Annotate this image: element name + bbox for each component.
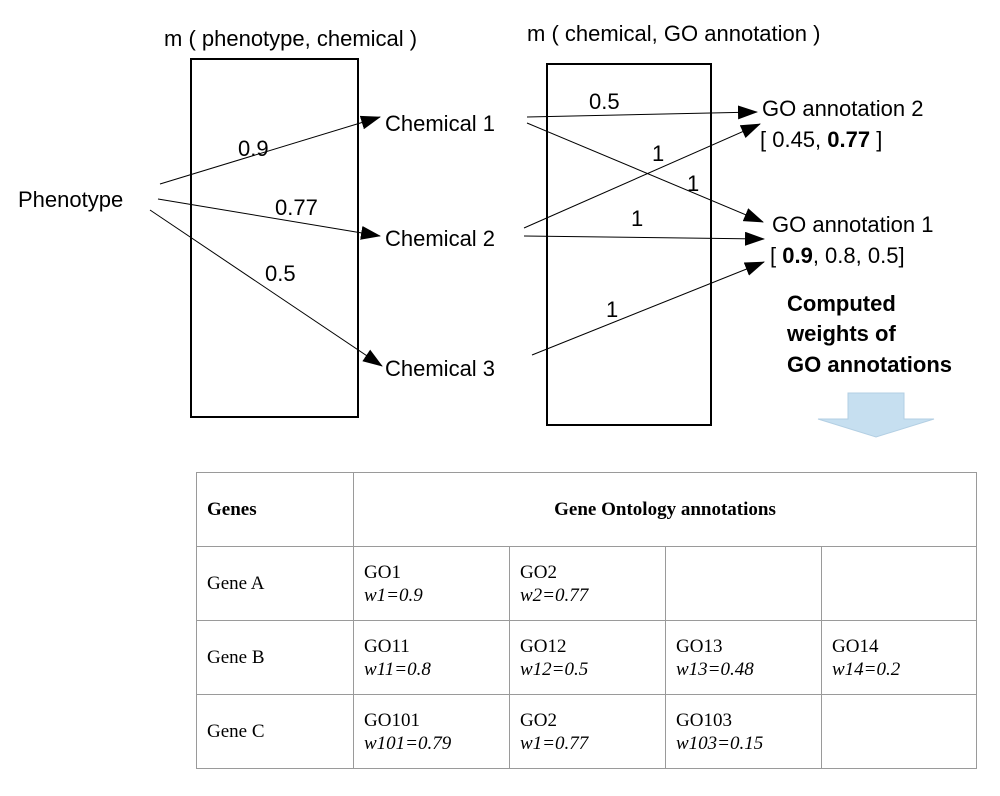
go-weight: w12=0.5 <box>520 658 589 680</box>
gene-name-cell: Gene B <box>196 620 354 695</box>
go-weight: w13=0.48 <box>676 658 754 680</box>
go-term: GO1 <box>364 561 401 583</box>
edge-chemical1-go1 <box>526 122 764 223</box>
edge-chemical2-go1 <box>523 231 765 246</box>
go-annotation-2-label: GO annotation 2 <box>762 96 923 121</box>
go-weight: w103=0.15 <box>676 732 764 754</box>
gene-name-cell: Gene A <box>196 546 354 621</box>
go-annotation-1-label: GO annotation 1 <box>772 212 933 237</box>
go-term: GO101 <box>364 709 420 731</box>
computed-caption-line-2: weights of <box>786 321 896 346</box>
go-term: GO103 <box>676 709 732 731</box>
edge-label-phenotype-chemical2: 0.77 <box>275 195 318 220</box>
gene-name-cell: Gene C <box>196 694 354 769</box>
phenotype-chemical-matrix-box <box>190 58 359 418</box>
edge-label-chemical3-go1: 1 <box>606 297 618 322</box>
chemical-3-label: Chemical 3 <box>385 356 495 381</box>
edge-phenotype-chemical1 <box>159 115 381 185</box>
genes-header: Genes <box>196 472 354 547</box>
chemical-2-label: Chemical 2 <box>385 226 495 251</box>
edge-label-phenotype-chemical3: 0.5 <box>265 261 296 286</box>
go-term: GO13 <box>676 635 723 657</box>
go-weight: w1=0.77 <box>520 732 589 754</box>
annotation-cell <box>820 694 978 769</box>
go-annotation-2-weights: [ 0.45, 0.77 ] <box>760 127 882 152</box>
go-weight: w2=0.77 <box>520 584 589 606</box>
go-annotation-1-weights: [ 0.9, 0.8, 0.5] <box>770 243 905 268</box>
go-term: GO2 <box>520 709 557 731</box>
computed-caption-line-3: GO annotations <box>787 352 952 377</box>
go-term: GO11 <box>364 635 410 657</box>
edge-label-chemical2-go2: 1 <box>652 141 664 166</box>
phenotype-chemical-go-diagram: m ( phenotype, chemical ) m ( chemical, … <box>18 21 952 438</box>
chemical-1-label: Chemical 1 <box>385 111 495 136</box>
edge-phenotype-chemical2 <box>157 198 381 240</box>
edge-label-chemical2-go1: 1 <box>631 206 643 231</box>
edge-chemical3-go1 <box>531 261 765 356</box>
annotation-cell <box>665 546 822 621</box>
computed-caption-line-1: Computed <box>787 291 896 316</box>
gene-ontology-table: Genes Gene Ontology annotations Gene A G… <box>196 472 978 769</box>
box1-title: m ( phenotype, chemical ) <box>164 26 417 51</box>
edge-label-chemical1-go1: 1 <box>687 171 699 196</box>
edge-phenotype-chemical3 <box>149 209 383 367</box>
edge-label-chemical1-go2: 0.5 <box>589 89 620 114</box>
go-weight: w14=0.2 <box>832 658 901 680</box>
edge-chemical1-go2 <box>526 105 758 120</box>
go-term: GO12 <box>520 635 567 657</box>
chemical-go-matrix-box <box>546 63 712 426</box>
go-weight: w101=0.79 <box>364 732 452 754</box>
annotations-header: Gene Ontology annotations <box>352 472 978 547</box>
table-header-row: Genes Gene Ontology annotations <box>196 472 978 547</box>
go-weight: w11=0.8 <box>364 658 431 680</box>
annotation-cell <box>820 546 978 621</box>
down-arrow-icon <box>817 392 935 438</box>
go-weight: w1=0.9 <box>364 584 423 606</box>
edge-chemical2-go2 <box>523 123 761 229</box>
phenotype-label: Phenotype <box>18 187 123 212</box>
go-term: GO14 <box>832 635 879 657</box>
box2-title: m ( chemical, GO annotation ) <box>527 21 820 46</box>
go-term: GO2 <box>520 561 557 583</box>
edge-label-phenotype-chemical1: 0.9 <box>238 136 269 161</box>
